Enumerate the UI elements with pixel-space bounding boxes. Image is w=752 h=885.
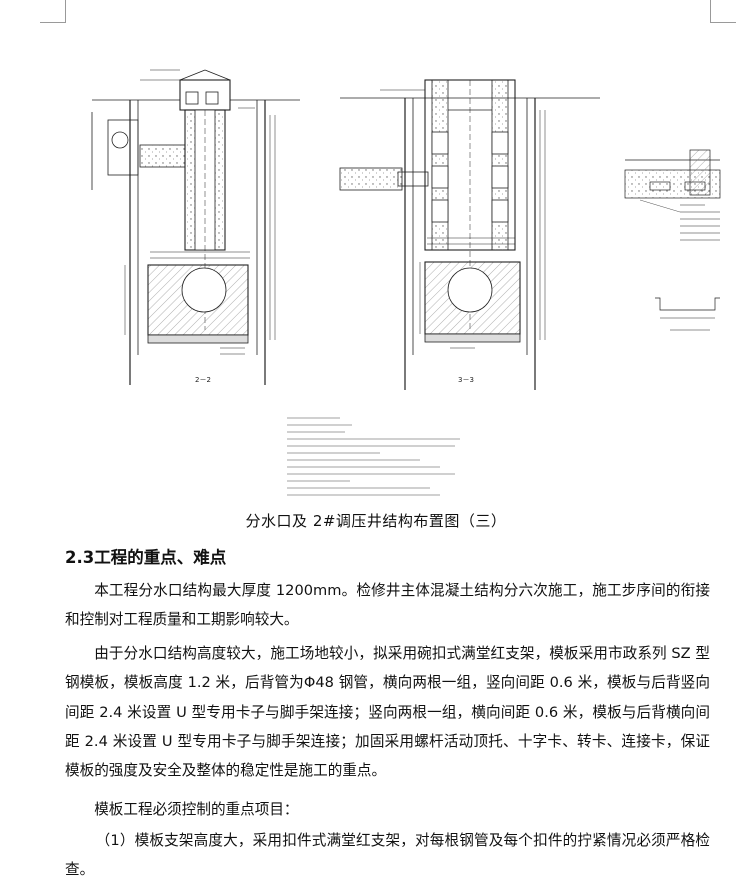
page-edge-right — [710, 0, 711, 22]
section-2-2-label: 2－2 — [195, 376, 211, 384]
figure-caption: 分水口及 2#调压井结构布置图（三） — [245, 512, 507, 530]
page-edge-left — [65, 0, 66, 22]
crop-mark-top-left — [40, 22, 66, 23]
section-3-3-label: 3－3 — [458, 376, 474, 384]
section-3-3-drawing — [339, 79, 600, 390]
crop-mark-top-right — [710, 22, 736, 23]
structure-layout-drawing: 2－2 3－3 — [91, 69, 721, 496]
paragraph-4: （1）模板支架高度大，采用扣件式满堂红支架，对每根钢管及每个扣件的拧紧情况必须严… — [65, 832, 710, 879]
paragraph-2: 由于分水口结构高度较大，施工场地较小，拟采用碗扣式满堂红支架，模板采用市政系列 … — [65, 645, 710, 780]
detail-drawing — [624, 149, 721, 331]
paragraph-3: 模板工程必须控制的重点项目： — [94, 801, 299, 818]
section-2-2-drawing — [91, 69, 300, 385]
section-heading: 2.3工程的重点、难点 — [65, 548, 227, 567]
paragraph-1: 本工程分水口结构最大厚度 1200mm。检修井主体混凝土结构分六次施工，施工步序… — [65, 582, 710, 629]
drawing-notes — [287, 417, 460, 496]
